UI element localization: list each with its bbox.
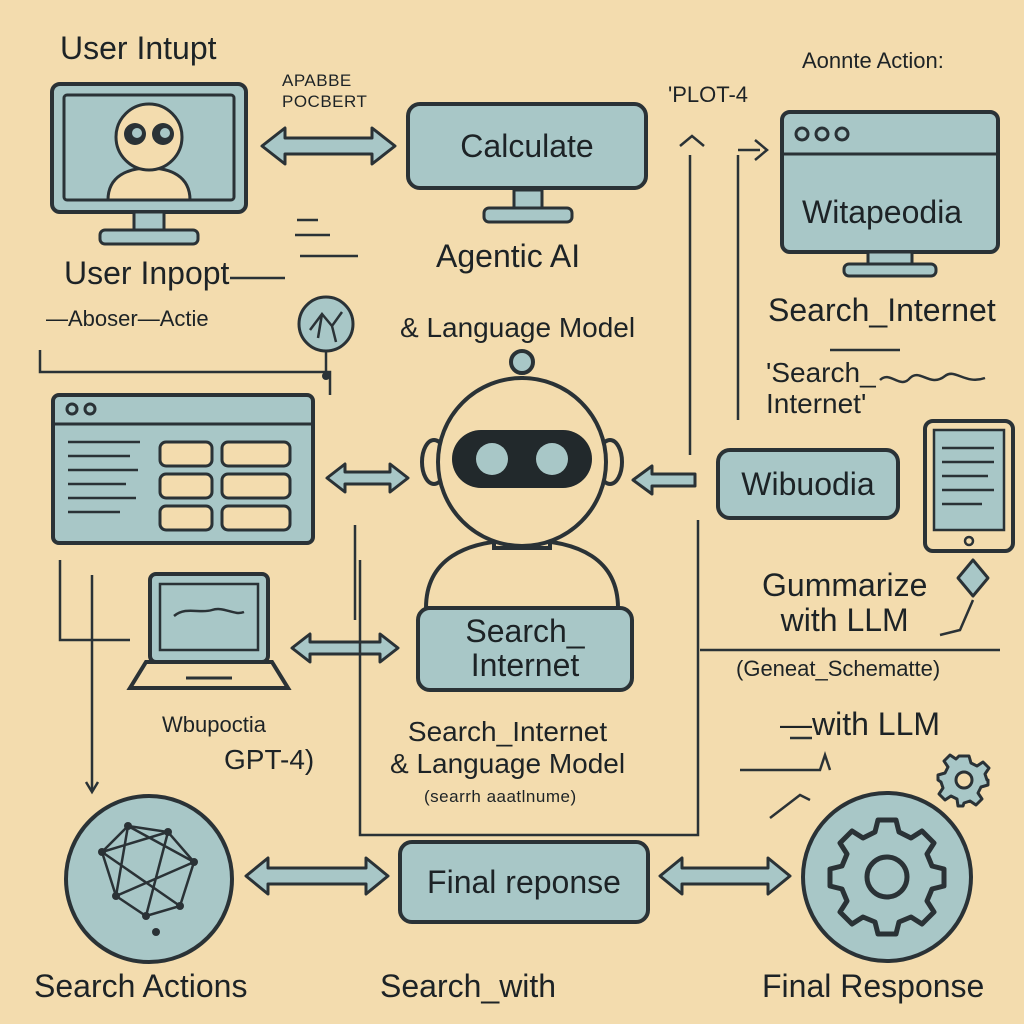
final-reponse-box[interactable]: Final reponse [398,840,650,924]
gear-icon [801,791,973,963]
calculate-label: Calculate [460,127,594,164]
double-arrow-bottom-right [658,856,792,896]
label-annite-action: Aonnte Action: [802,48,944,73]
label-search-internet-center-sub: (searrh aaatlnume) [424,787,577,806]
label-language-model: & Language Model [400,312,636,343]
label-with-llm: —with LLM [780,706,941,742]
label-agentic-ai: Agentic AI [436,238,581,274]
label-plot: 'PLOT-4 [668,82,749,107]
double-arrow-left-mid [325,462,410,494]
label-geneat-schematte: (Geneat_Schematte) [736,656,941,681]
label-final-response-bottom: Final Response [762,968,985,1004]
diamond-marker [956,558,990,598]
label-aboser-actie: —Aboser—Actie [46,306,209,331]
final-reponse-label: Final reponse [427,863,621,900]
label-apable-pocent: APABBE POCBERT [282,71,368,112]
label-wbupoctia: Wbupoctia [162,712,266,737]
tablet-icon [923,419,1015,553]
label-search-actions: Search Actions [34,968,248,1004]
calculate-box[interactable]: Calculate [406,102,648,190]
network-icon [64,794,234,964]
double-arrow-laptop [290,632,400,664]
label-gpt4: GPT-4) [224,744,315,775]
label-user-intupt: User Intupt [60,30,217,66]
search-internet-box[interactable]: Search_ Internet [416,606,634,692]
arrow-right-mid [631,464,697,496]
double-arrow-top [260,126,397,166]
label-search-internet-center: Search_Internet & Language Model [390,716,626,780]
wibuodia-box[interactable]: Wibuodia [716,448,900,520]
label-user-inpopt: User Inpopt [64,255,230,291]
browser-monitor-icon [780,110,1000,278]
double-arrow-bottom-left [244,856,390,896]
label-gummarize: Gummarize with LLM [762,567,928,639]
label-search-with: Search_with [380,968,557,1004]
app-window-icon [51,393,315,545]
witapeodia-label: Witapeodia [802,194,963,230]
label-search-internet-quote: 'Search_ Internet' [766,357,876,419]
wibuodia-label: Wibuodia [741,465,875,502]
search-internet-box-label: Search_ Internet [465,613,585,683]
laptop-icon [126,572,292,690]
calculate-monitor-stand [482,188,574,224]
graph-node-icon [297,295,355,380]
user-monitor-icon [50,82,248,246]
robot-icon [420,349,624,608]
label-search-internet-right: Search_Internet [768,292,996,328]
small-gear-icon [936,753,991,808]
